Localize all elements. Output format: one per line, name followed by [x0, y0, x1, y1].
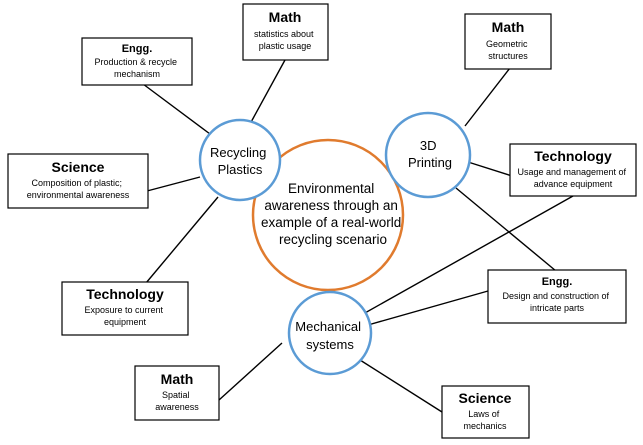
- box-title: Engg.: [542, 276, 573, 288]
- svg-text:Design and construction of: Design and construction of intricate par…: [502, 291, 611, 313]
- hub-circle: [384, 111, 472, 199]
- box-line: equipment: [104, 317, 147, 327]
- center-line: recycling scenario: [279, 232, 387, 247]
- box-line: Laws of: [468, 409, 500, 419]
- center-line: awareness through an: [264, 198, 398, 213]
- box-line: advance equipment: [534, 179, 613, 189]
- hub-label: Plastics: [218, 162, 263, 177]
- hub-label: Printing: [408, 155, 452, 170]
- box-title: Math: [492, 19, 525, 35]
- hub-label: systems: [306, 337, 354, 352]
- box-line: Production & recycle: [94, 57, 177, 67]
- svg-text:Exposure to current equi: Exposure to current equipment: [84, 305, 165, 327]
- line-mechanical-engg: [367, 290, 489, 326]
- box-science-composition: Science Composition of plastic; environm…: [7, 153, 149, 209]
- box-line: environmental awareness: [27, 190, 130, 200]
- box-title: Math: [161, 371, 194, 387]
- hub-mechanical-systems: Mechanical systems: [287, 290, 373, 376]
- hub-circle: [287, 290, 373, 376]
- svg-text:3D Printing: 3D Printing: [408, 138, 452, 170]
- box-line: Design and construction of: [502, 291, 609, 301]
- line-printing-engg: [455, 187, 557, 272]
- box-line: mechanics: [463, 421, 507, 431]
- box-line: Exposure to current: [84, 305, 163, 315]
- center-line: Environmental: [288, 181, 374, 196]
- box-engg-design: Engg. Design and construction of intrica…: [487, 269, 627, 324]
- svg-text:Mechanical systems: Mechanical systems: [295, 319, 364, 352]
- box-line: Geometric: [486, 39, 528, 49]
- svg-text:statistics about plastic: statistics about plastic usage: [254, 29, 316, 51]
- box-science-laws: Science Laws of mechanics: [441, 385, 530, 439]
- box-math-geometric: Math Geometric structures: [464, 13, 552, 70]
- box-line: plastic usage: [259, 41, 312, 51]
- box-math-statistics: Math statistics about plastic usage: [242, 3, 329, 61]
- box-title: Science: [459, 390, 512, 406]
- box-title: Engg.: [122, 43, 153, 55]
- box-math-spatial: Math Spatial awareness: [134, 365, 220, 421]
- svg-text:Composition of plastic;: Composition of plastic; environmental aw…: [27, 178, 130, 200]
- box-line: statistics about: [254, 29, 314, 39]
- line-mechanical-math: [218, 342, 283, 401]
- box-line: intricate parts: [530, 303, 585, 313]
- box-engg-production: Engg. Production & recycle mechanism: [81, 37, 193, 86]
- center-circle: [251, 138, 405, 292]
- box-line: Spatial: [162, 390, 190, 400]
- box-title: Technology: [534, 148, 612, 164]
- box-line: Usage and management of: [517, 167, 626, 177]
- svg-text:Geometric structures: Geometric structures: [486, 39, 530, 61]
- center-line: example of a real-world: [261, 215, 401, 230]
- svg-text:Environmental awareness: Environmental awareness through an examp…: [261, 181, 405, 247]
- line-printing-technology: [467, 161, 513, 177]
- hub-label: Recycling: [210, 145, 266, 160]
- line-printing-math: [464, 67, 511, 127]
- box-technology-usage: Technology Usage and management of advan…: [509, 143, 637, 197]
- hub-3d-printing: 3D Printing: [384, 111, 472, 199]
- svg-text:Production & recycle mec: Production & recycle mechanism: [94, 57, 179, 79]
- line-recycling-math: [249, 59, 286, 125]
- box-line: structures: [488, 51, 528, 61]
- hub-recycling-plastics: Recycling Plastics: [198, 118, 282, 202]
- box-title: Technology: [86, 286, 164, 302]
- svg-text:Usage and management of: Usage and management of advance equipmen…: [517, 167, 628, 189]
- svg-text:Recycling Plastics: Recycling Plastics: [210, 145, 270, 177]
- line-recycling-technology: [145, 196, 219, 284]
- box-title: Science: [52, 159, 105, 175]
- hub-label: 3D: [420, 138, 437, 153]
- box-technology-exposure: Technology Exposure to current equipment: [61, 281, 189, 336]
- line-mechanical-science: [359, 359, 443, 413]
- line-recycling-science: [146, 176, 201, 192]
- box-line: Composition of plastic;: [31, 178, 122, 188]
- center-node: Environmental awareness through an examp…: [251, 138, 405, 292]
- svg-text:Laws of mechanics: Laws of mechanics: [463, 409, 507, 431]
- line-recycling-engg: [142, 83, 211, 135]
- box-line: awareness: [155, 402, 199, 412]
- hub-label: Mechanical: [295, 319, 361, 334]
- box-line: mechanism: [114, 69, 160, 79]
- hub-circle: [198, 118, 282, 202]
- box-title: Math: [269, 9, 302, 25]
- line-mechanical-technology: [355, 195, 574, 319]
- connector-lines: [142, 59, 574, 413]
- svg-text:Spatial awareness: Spatial awareness: [155, 390, 199, 412]
